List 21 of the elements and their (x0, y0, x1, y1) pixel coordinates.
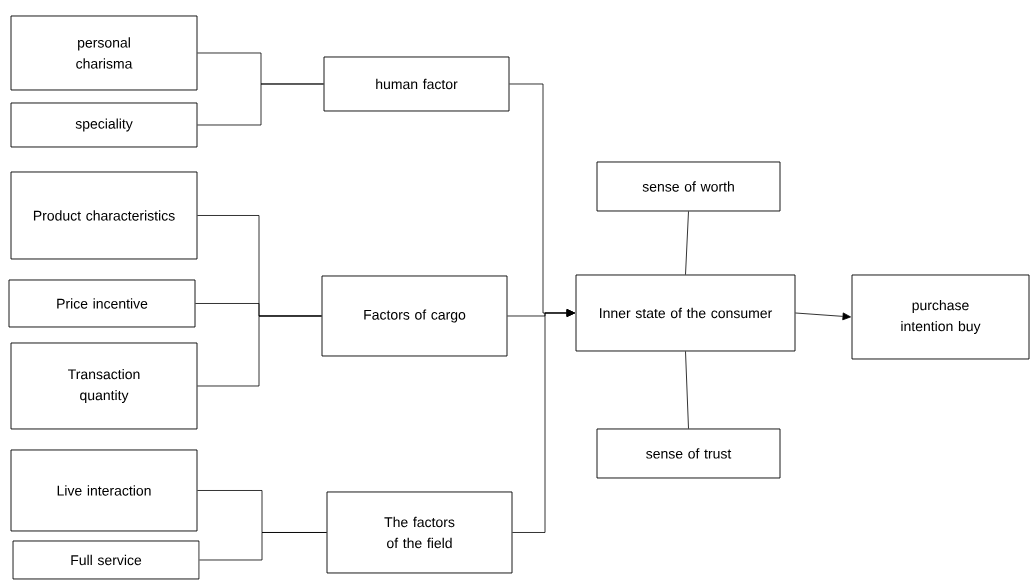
connector (795, 312, 851, 321)
connector (512, 309, 575, 533)
process-box: Full service (12, 540, 200, 580)
process-box: human factor (323, 56, 510, 112)
process-box: personal charisma (10, 15, 198, 91)
connector (199, 532, 327, 561)
process-box: Product characteristics (10, 171, 198, 260)
process-box: speciality (10, 102, 198, 148)
connector (197, 83, 324, 126)
process-box: Inner state of the consumer (575, 274, 796, 352)
process-box: purchase intention buy (851, 274, 1030, 360)
process-box: Transaction quantity (10, 342, 198, 430)
connector (197, 315, 322, 387)
process-box: Price incentive (8, 279, 196, 328)
process-box: sense of trust (596, 428, 781, 479)
process-box: sense of worth (596, 161, 781, 212)
connector (685, 351, 689, 429)
process-box: The factors of the field (326, 491, 513, 574)
process-box: Factors of cargo (321, 275, 508, 357)
process-box: Live interaction (10, 449, 198, 532)
connector (685, 211, 689, 275)
